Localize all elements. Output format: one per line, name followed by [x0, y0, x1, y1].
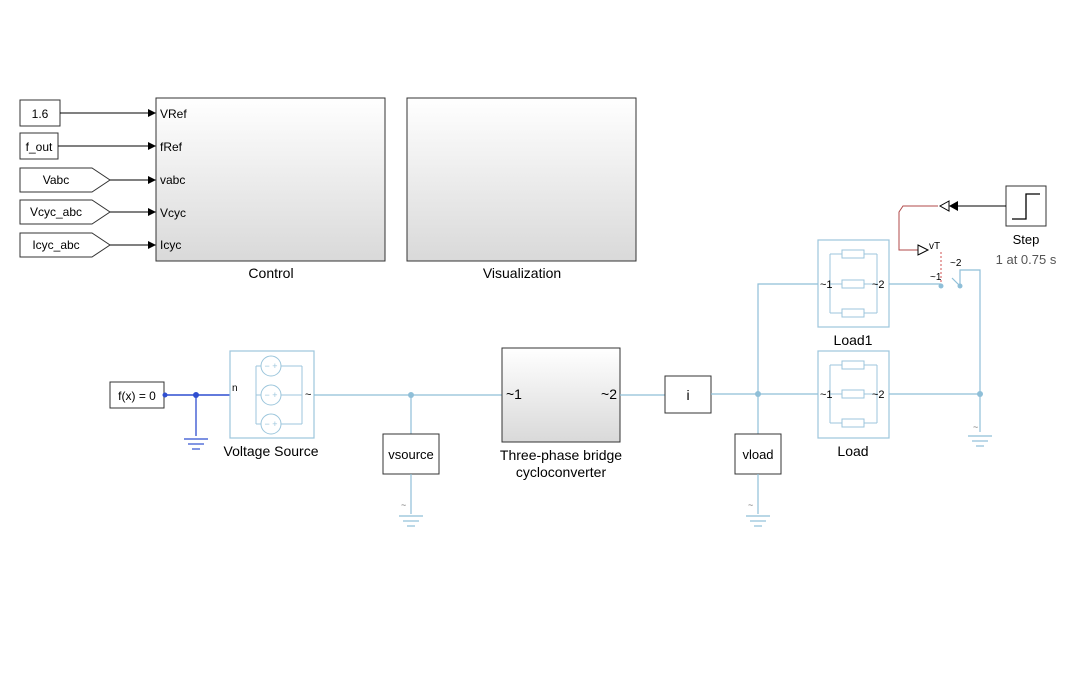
bus-to-load1-wire	[757, 283, 818, 394]
neutral-ground-icon	[184, 438, 208, 450]
load-port-1: ~1	[820, 389, 833, 401]
control-port-vcyc: Vcyc	[160, 206, 186, 220]
converter-port-1: ~1	[506, 386, 522, 402]
from-vcyc-block[interactable]: Vcyc_abc	[19, 199, 111, 225]
converter-label-line1: Three-phase bridge	[500, 447, 622, 463]
switch-node-1	[938, 283, 944, 289]
ground-symbol: ~	[973, 422, 978, 432]
const-fout-block[interactable]: f_out	[19, 132, 59, 160]
solver-label: f(x) = 0	[118, 389, 156, 403]
converter-label-line2: cycloconverter	[516, 464, 607, 480]
step-icon	[1012, 193, 1040, 220]
ground-icon	[968, 435, 992, 447]
step-block[interactable]	[1005, 185, 1047, 227]
from-icyc-label: Icyc_abc	[32, 238, 79, 252]
source-port-n: n	[232, 383, 238, 394]
switch-port-2: ~2	[950, 258, 962, 269]
switch-input-arrow	[917, 244, 930, 256]
vload-ground-icon	[746, 515, 770, 527]
const-fout-label: f_out	[26, 140, 53, 154]
control-subsystem[interactable]: VRef fRef vabc Vcyc Icyc	[155, 97, 386, 262]
visualization-label: Visualization	[483, 265, 561, 281]
switch-return-wire	[959, 269, 981, 394]
voltage-source-block[interactable]: − + − + − + n ~	[229, 350, 315, 439]
switch-port-vt: vT	[929, 241, 940, 252]
step-label: Step	[1013, 232, 1040, 247]
svg-text:− +: − +	[264, 390, 277, 400]
switch-port-1: ~1	[930, 272, 942, 283]
load-block[interactable]: ~1 ~2	[817, 350, 890, 439]
converter-port-2: ~2	[601, 386, 617, 402]
vload-block[interactable]: vload	[734, 433, 782, 475]
switch-control-wire	[898, 205, 938, 251]
load-port-2: ~2	[872, 389, 885, 401]
load1-port-1: ~1	[820, 279, 833, 291]
current-sensor-block[interactable]: i	[664, 375, 712, 414]
control-port-fref: fRef	[160, 140, 183, 154]
control-port-icyc: Icyc	[160, 238, 181, 252]
from-icyc-block[interactable]: Icyc_abc	[19, 232, 111, 258]
cycloconverter-block[interactable]: ~1 ~2	[501, 347, 621, 443]
load1-port-2: ~2	[872, 279, 885, 291]
control-port-vref: VRef	[160, 107, 187, 121]
load-label: Load	[837, 443, 868, 459]
step-arrow-hollow	[938, 200, 950, 212]
vsource-ground-symbol: ~	[401, 500, 406, 510]
vsource-ground-icon	[399, 515, 423, 527]
svg-text:− +: − +	[264, 419, 277, 429]
current-sensor-label: i	[686, 387, 689, 403]
from-vcyc-label: Vcyc_abc	[30, 205, 82, 219]
solver-port	[162, 392, 168, 398]
vload-label: vload	[742, 447, 773, 462]
load1-label: Load1	[834, 332, 873, 348]
vsource-block[interactable]: vsource	[382, 433, 440, 475]
svg-text:− +: − +	[264, 361, 277, 371]
load1-block[interactable]: ~1 ~2	[817, 239, 890, 328]
step-arrow-filled	[949, 201, 958, 211]
voltage-source-label: Voltage Source	[224, 443, 319, 459]
source-port-out: ~	[305, 389, 311, 401]
control-port-vabc: vabc	[160, 173, 185, 187]
from-vabc-block[interactable]: Vabc	[19, 167, 111, 193]
const-vref-label: 1.6	[32, 107, 49, 121]
step-sublabel: 1 at 0.75 s	[996, 252, 1057, 267]
visualization-subsystem[interactable]	[406, 97, 637, 262]
vsource-label: vsource	[388, 447, 434, 462]
const-vref-block[interactable]: 1.6	[19, 99, 61, 127]
from-vabc-label: Vabc	[43, 173, 69, 187]
solver-config-block[interactable]: f(x) = 0	[109, 381, 165, 409]
control-label: Control	[248, 265, 293, 281]
vload-ground-symbol: ~	[748, 500, 753, 510]
